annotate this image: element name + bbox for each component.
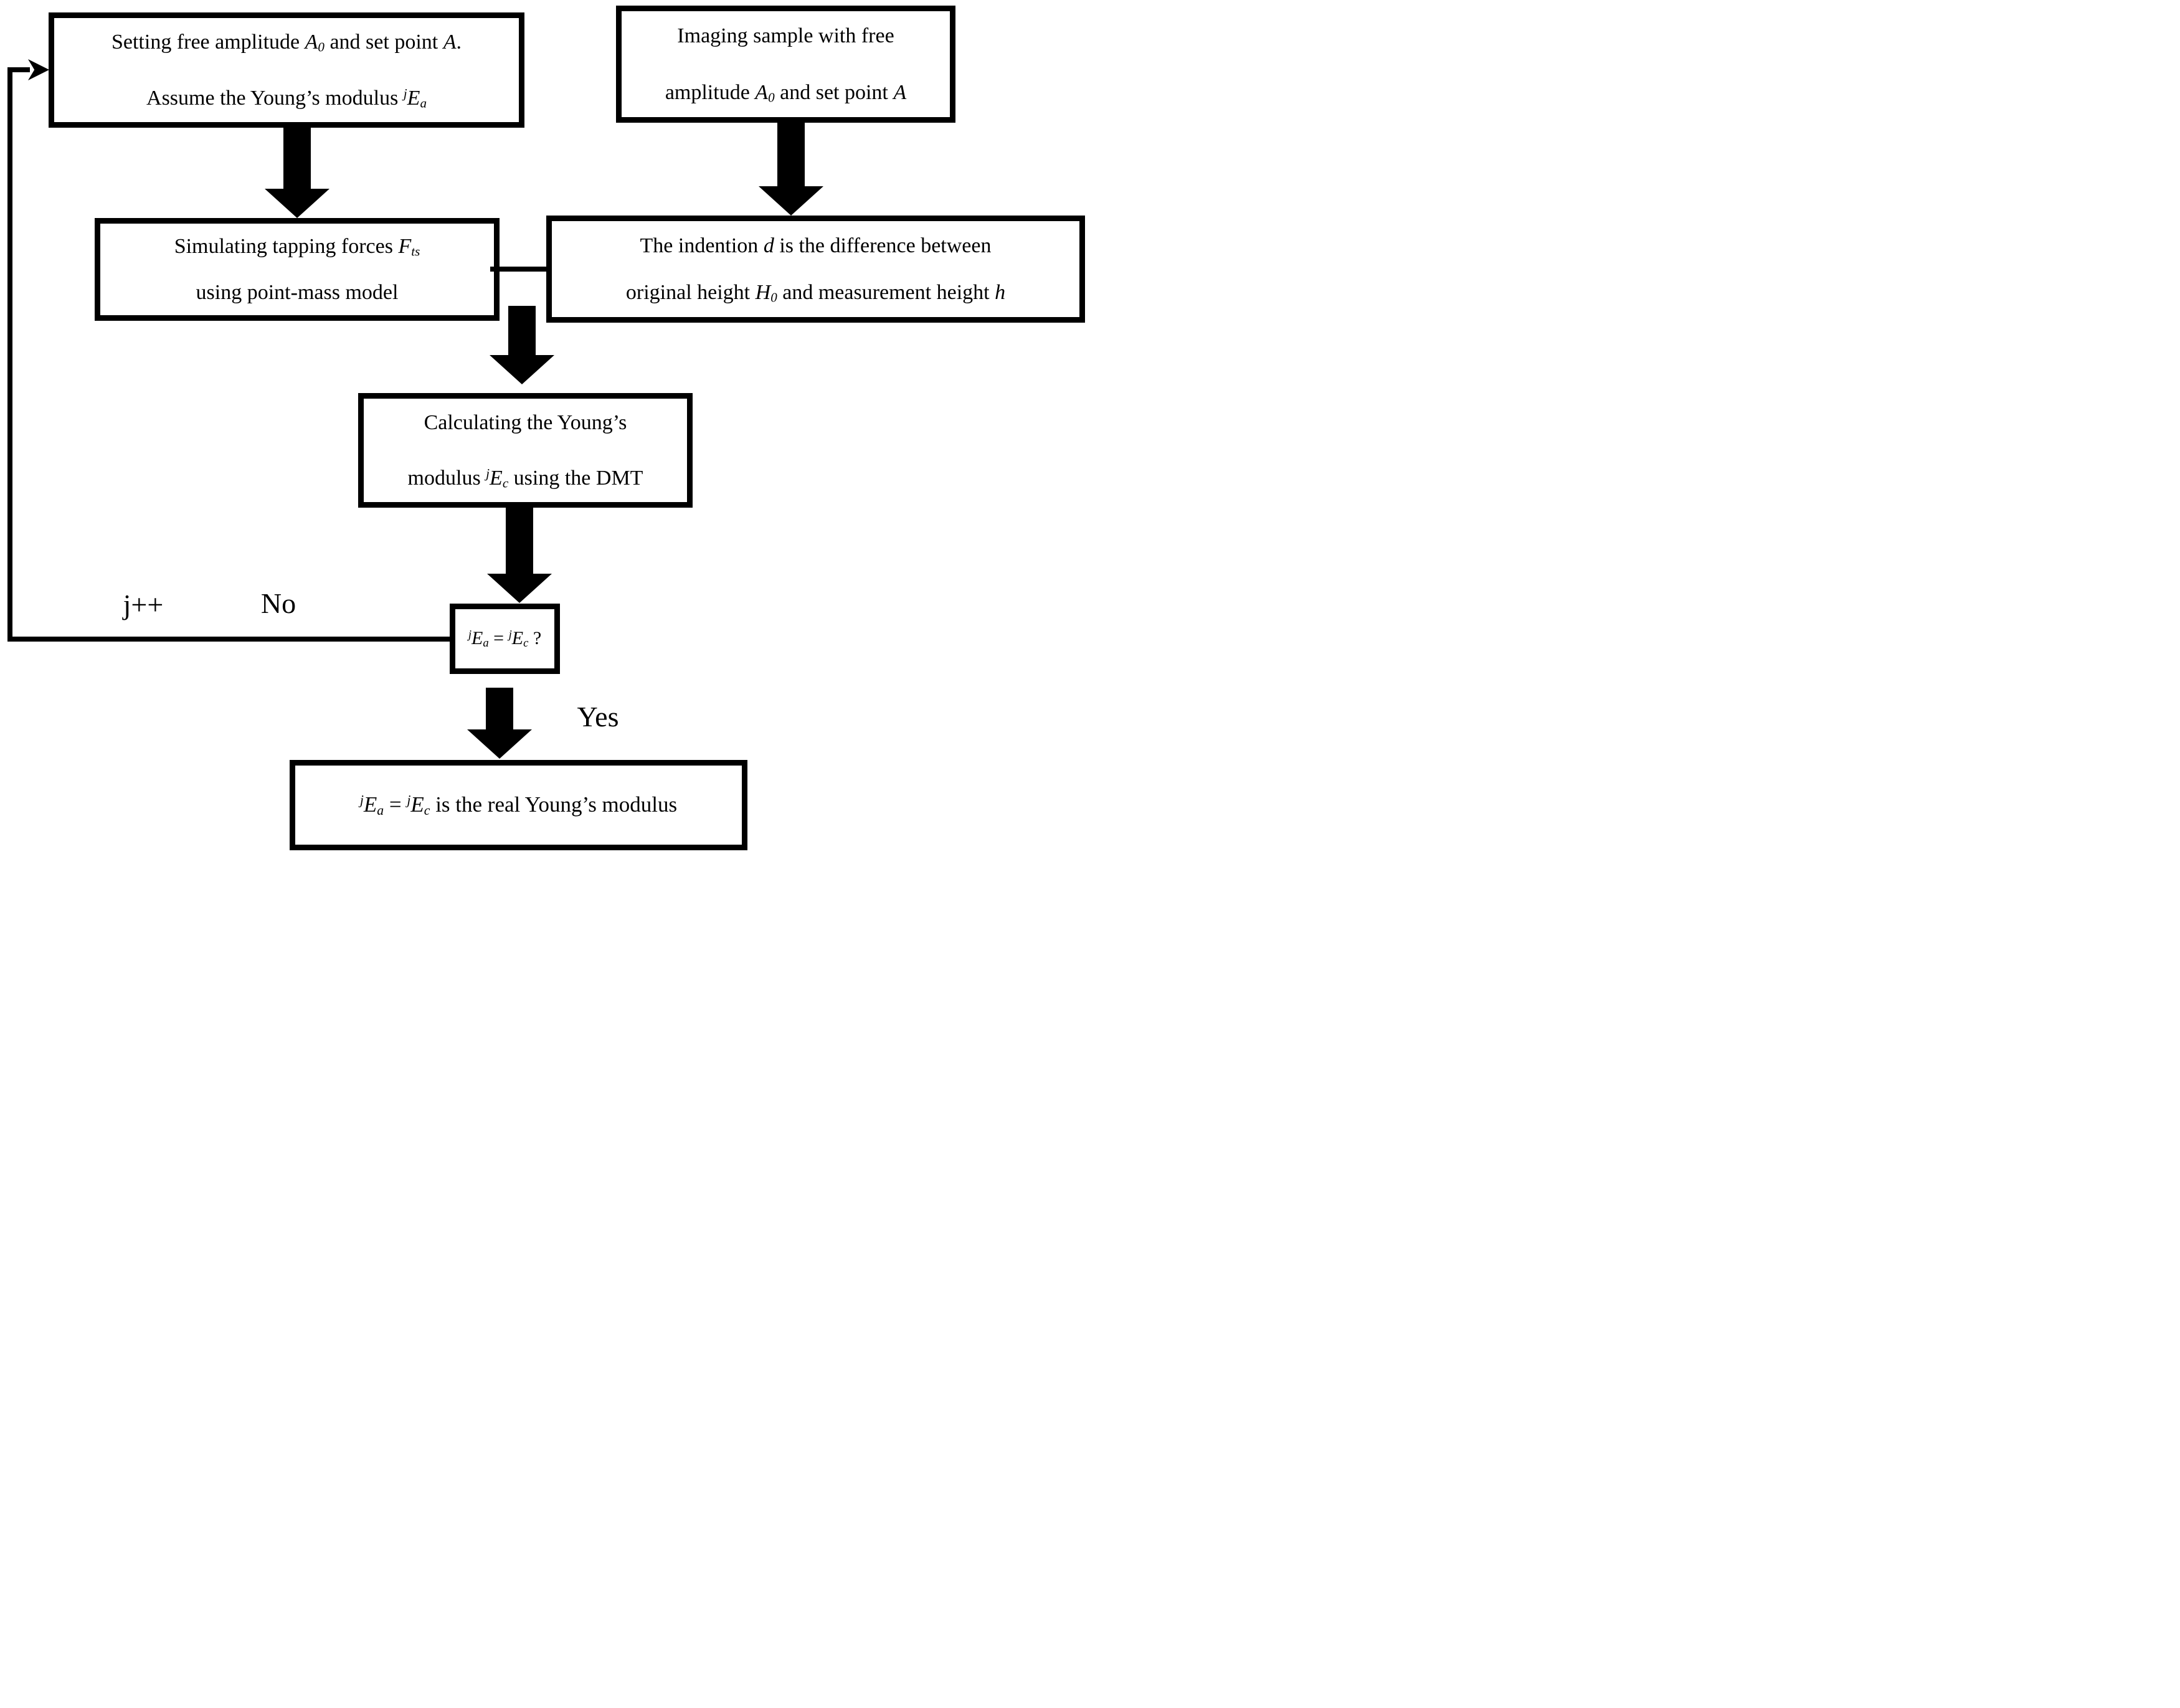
label-loop-increment: j++ xyxy=(123,589,164,620)
box-decision-equal-line-1: jEa = jEc ? xyxy=(468,627,542,650)
arrow-imaging-to-indention-icon xyxy=(759,123,823,216)
arrow-head xyxy=(265,189,329,218)
arrow-shaft xyxy=(283,128,311,189)
box-indention-difference: The indention d is the difference betwee… xyxy=(546,216,1085,323)
box-calculating-modulus: Calculating the Young’s modulus jEc usin… xyxy=(358,393,693,508)
box-simulating-forces: Simulating tapping forces Fts using poin… xyxy=(95,218,500,321)
feedback-line-bottom xyxy=(7,637,450,642)
arrow-decision-to-result-icon xyxy=(467,688,532,759)
box-simulating-forces-line-1: Simulating tapping forces Fts xyxy=(174,235,420,259)
flowchart-canvas: Setting free amplitude A0 and set point … xyxy=(0,0,1090,854)
box-result: jEa = jEc is the real Young’s modulus xyxy=(290,760,747,850)
arrow-calculating-to-decision-icon xyxy=(487,508,552,603)
box-imaging-sample: Imaging sample with free amplitude A0 an… xyxy=(616,6,955,123)
box-setting-amplitude: Setting free amplitude A0 and set point … xyxy=(49,12,524,128)
feedback-arrowhead-icon xyxy=(28,59,49,80)
arrow-head xyxy=(759,186,823,216)
feedback-line-vertical xyxy=(7,67,12,642)
box-calculating-modulus-line-1: Calculating the Young’s xyxy=(424,410,627,434)
arrow-head xyxy=(487,574,552,603)
arrow-head xyxy=(467,729,532,759)
box-indention-difference-line-2: original height H0 and measurement heigh… xyxy=(625,280,1006,305)
label-branch-yes: Yes xyxy=(577,701,619,733)
box-result-line-1: jEa = jEc is the real Young’s modulus xyxy=(359,792,678,818)
box-setting-amplitude-line-2: Assume the Young’s modulus jEa xyxy=(146,85,427,111)
arrow-shaft xyxy=(506,508,533,574)
box-imaging-sample-line-2: amplitude A0 and set point A xyxy=(665,80,907,105)
arrow-junction-to-calculating-icon xyxy=(490,306,554,384)
box-indention-difference-line-1: The indention d is the difference betwee… xyxy=(640,234,992,257)
connector-simulating-indention xyxy=(490,267,546,272)
arrow-head xyxy=(490,355,554,384)
box-simulating-forces-line-2: using point-mass model xyxy=(196,280,399,304)
box-imaging-sample-line-1: Imaging sample with free xyxy=(677,24,894,47)
box-calculating-modulus-line-2: modulus jEc using the DMT xyxy=(407,465,643,491)
arrow-shaft xyxy=(508,306,536,355)
arrow-shaft xyxy=(777,123,805,186)
arrow-setting-to-simulating-icon xyxy=(265,128,329,218)
feedback-line-top xyxy=(7,67,30,72)
box-setting-amplitude-line-1: Setting free amplitude A0 and set point … xyxy=(111,30,462,55)
box-decision-equal: jEa = jEc ? xyxy=(450,604,560,674)
arrow-shaft xyxy=(486,688,513,729)
label-branch-no: No xyxy=(260,587,296,619)
